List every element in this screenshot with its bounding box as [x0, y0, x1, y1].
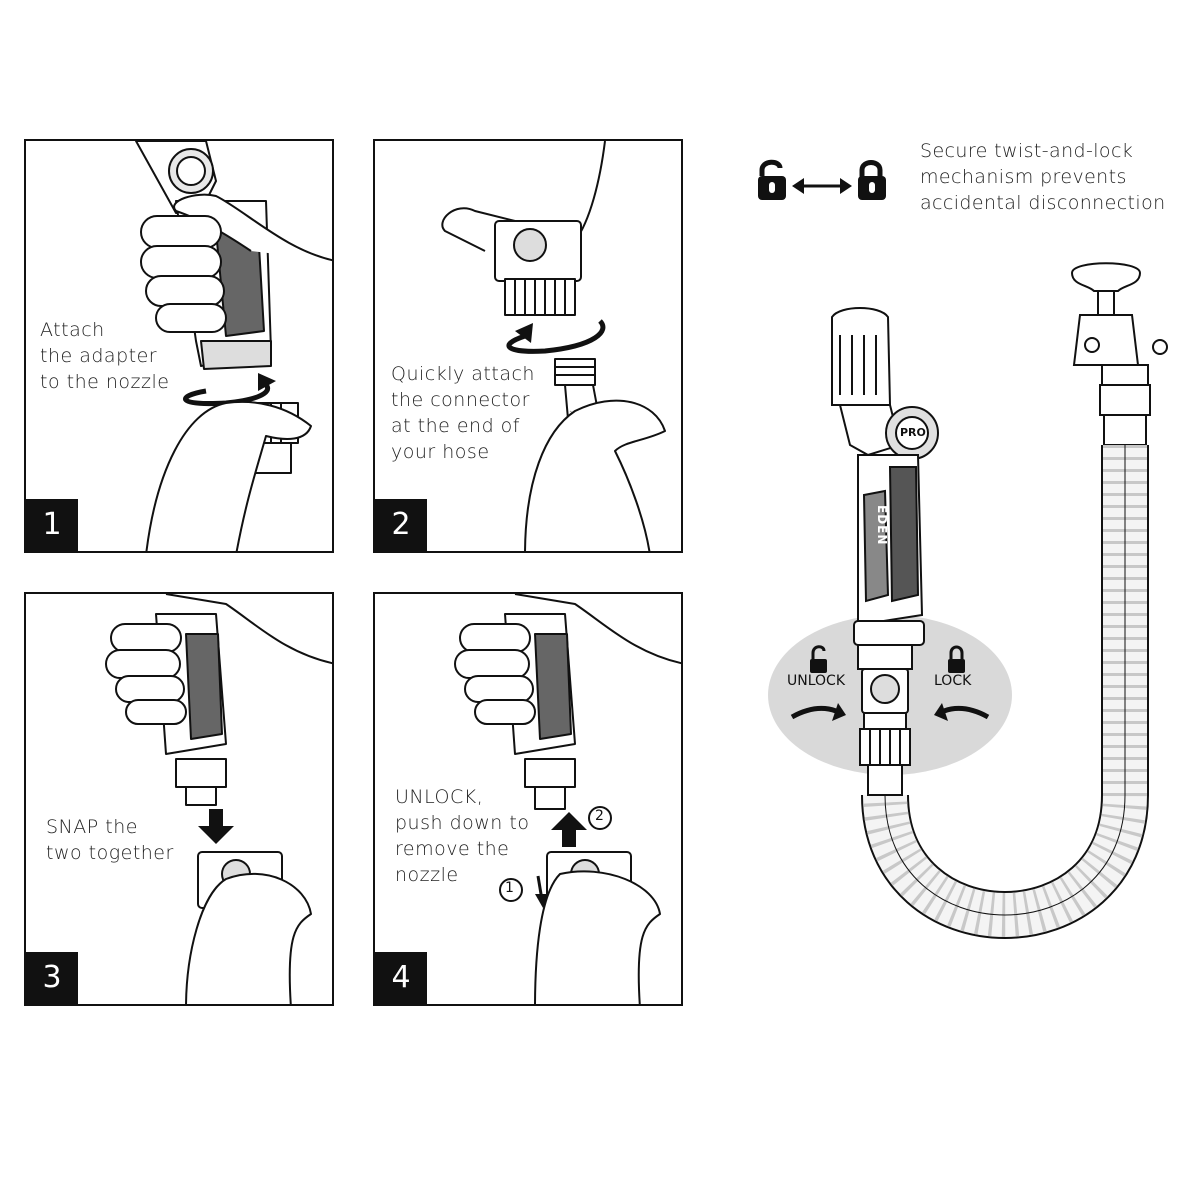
step-4-marker-first: 1	[505, 880, 514, 896]
step-4-illustration	[454, 594, 681, 1004]
unlock-icon	[810, 645, 827, 673]
step-2-illustration	[441, 141, 666, 551]
unlock-twist-arrow	[790, 706, 837, 720]
feature-note-line: Secure twist-and-lock	[920, 140, 1134, 162]
step-4-caption: UNLOCK, push down to remove the nozzle	[395, 784, 529, 888]
step-4-caption-line: nozzle	[395, 864, 459, 886]
step-3-caption-line: two together	[46, 842, 174, 864]
step-4-panel: 1 2 UNLOCK, push down to remove the nozz…	[373, 592, 683, 1006]
lock-icon	[858, 160, 886, 200]
feature-note: Secure twist-and-lock mechanism prevents…	[920, 138, 1166, 216]
hose	[861, 445, 1149, 939]
lock-twist-arrowhead	[934, 703, 948, 721]
feature-note-line: accidental disconnection	[920, 192, 1166, 214]
lock-label: LOCK	[934, 673, 972, 689]
step-4-caption-line: push down to	[395, 812, 530, 834]
step-4-caption-line: UNLOCK,	[395, 786, 484, 808]
step-1-illustration	[135, 141, 332, 551]
step-1-caption-line: the adapter	[40, 345, 158, 367]
step-2-caption: Quickly attach the connector at the end …	[391, 361, 535, 465]
lock-icon	[948, 645, 965, 673]
product-illustration	[768, 262, 1168, 939]
feature-note-line: mechanism prevents	[920, 166, 1127, 188]
double-arrow-icon	[792, 178, 852, 194]
step-1-panel: Attach the adapter to the nozzle 1	[24, 139, 334, 553]
step-3-panel: SNAP the two together 3	[24, 592, 334, 1006]
step-2-caption-line: Quickly attach	[391, 363, 535, 385]
quick-connector	[857, 644, 913, 796]
step-1-number: 1	[26, 499, 78, 551]
unlock-twist-arrowhead	[832, 703, 846, 721]
lock-mechanism-icons	[758, 159, 886, 200]
step-1-caption-line: to the nozzle	[40, 371, 170, 393]
pro-dial-label: PRO	[900, 426, 926, 439]
step-4-number: 4	[375, 952, 427, 1004]
unlock-label: UNLOCK	[787, 673, 845, 689]
step-2-number: 2	[375, 499, 427, 551]
step-2-panel: Quickly attach the connector at the end …	[373, 139, 683, 553]
step-2-caption-line: your hose	[391, 441, 490, 463]
step-4-caption-line: remove the	[395, 838, 510, 860]
unlock-icon	[758, 159, 786, 200]
brand-logo-text: EDEN	[875, 505, 889, 546]
step-1-caption-line: Attach	[40, 319, 105, 341]
step-2-caption-line: the connector	[391, 389, 530, 411]
spray-nozzle	[831, 307, 939, 646]
step-1-caption: Attach the adapter to the nozzle	[40, 317, 169, 395]
lock-twist-arrow	[943, 706, 990, 720]
faucet	[1070, 262, 1168, 446]
step-3-illustration	[105, 594, 332, 1004]
step-3-caption: SNAP the two together	[46, 814, 174, 866]
step-3-number: 3	[26, 952, 78, 1004]
step-3-caption-line: SNAP the	[46, 816, 138, 838]
step-4-marker-second: 2	[595, 808, 604, 824]
step-2-caption-line: at the end of	[391, 415, 520, 437]
